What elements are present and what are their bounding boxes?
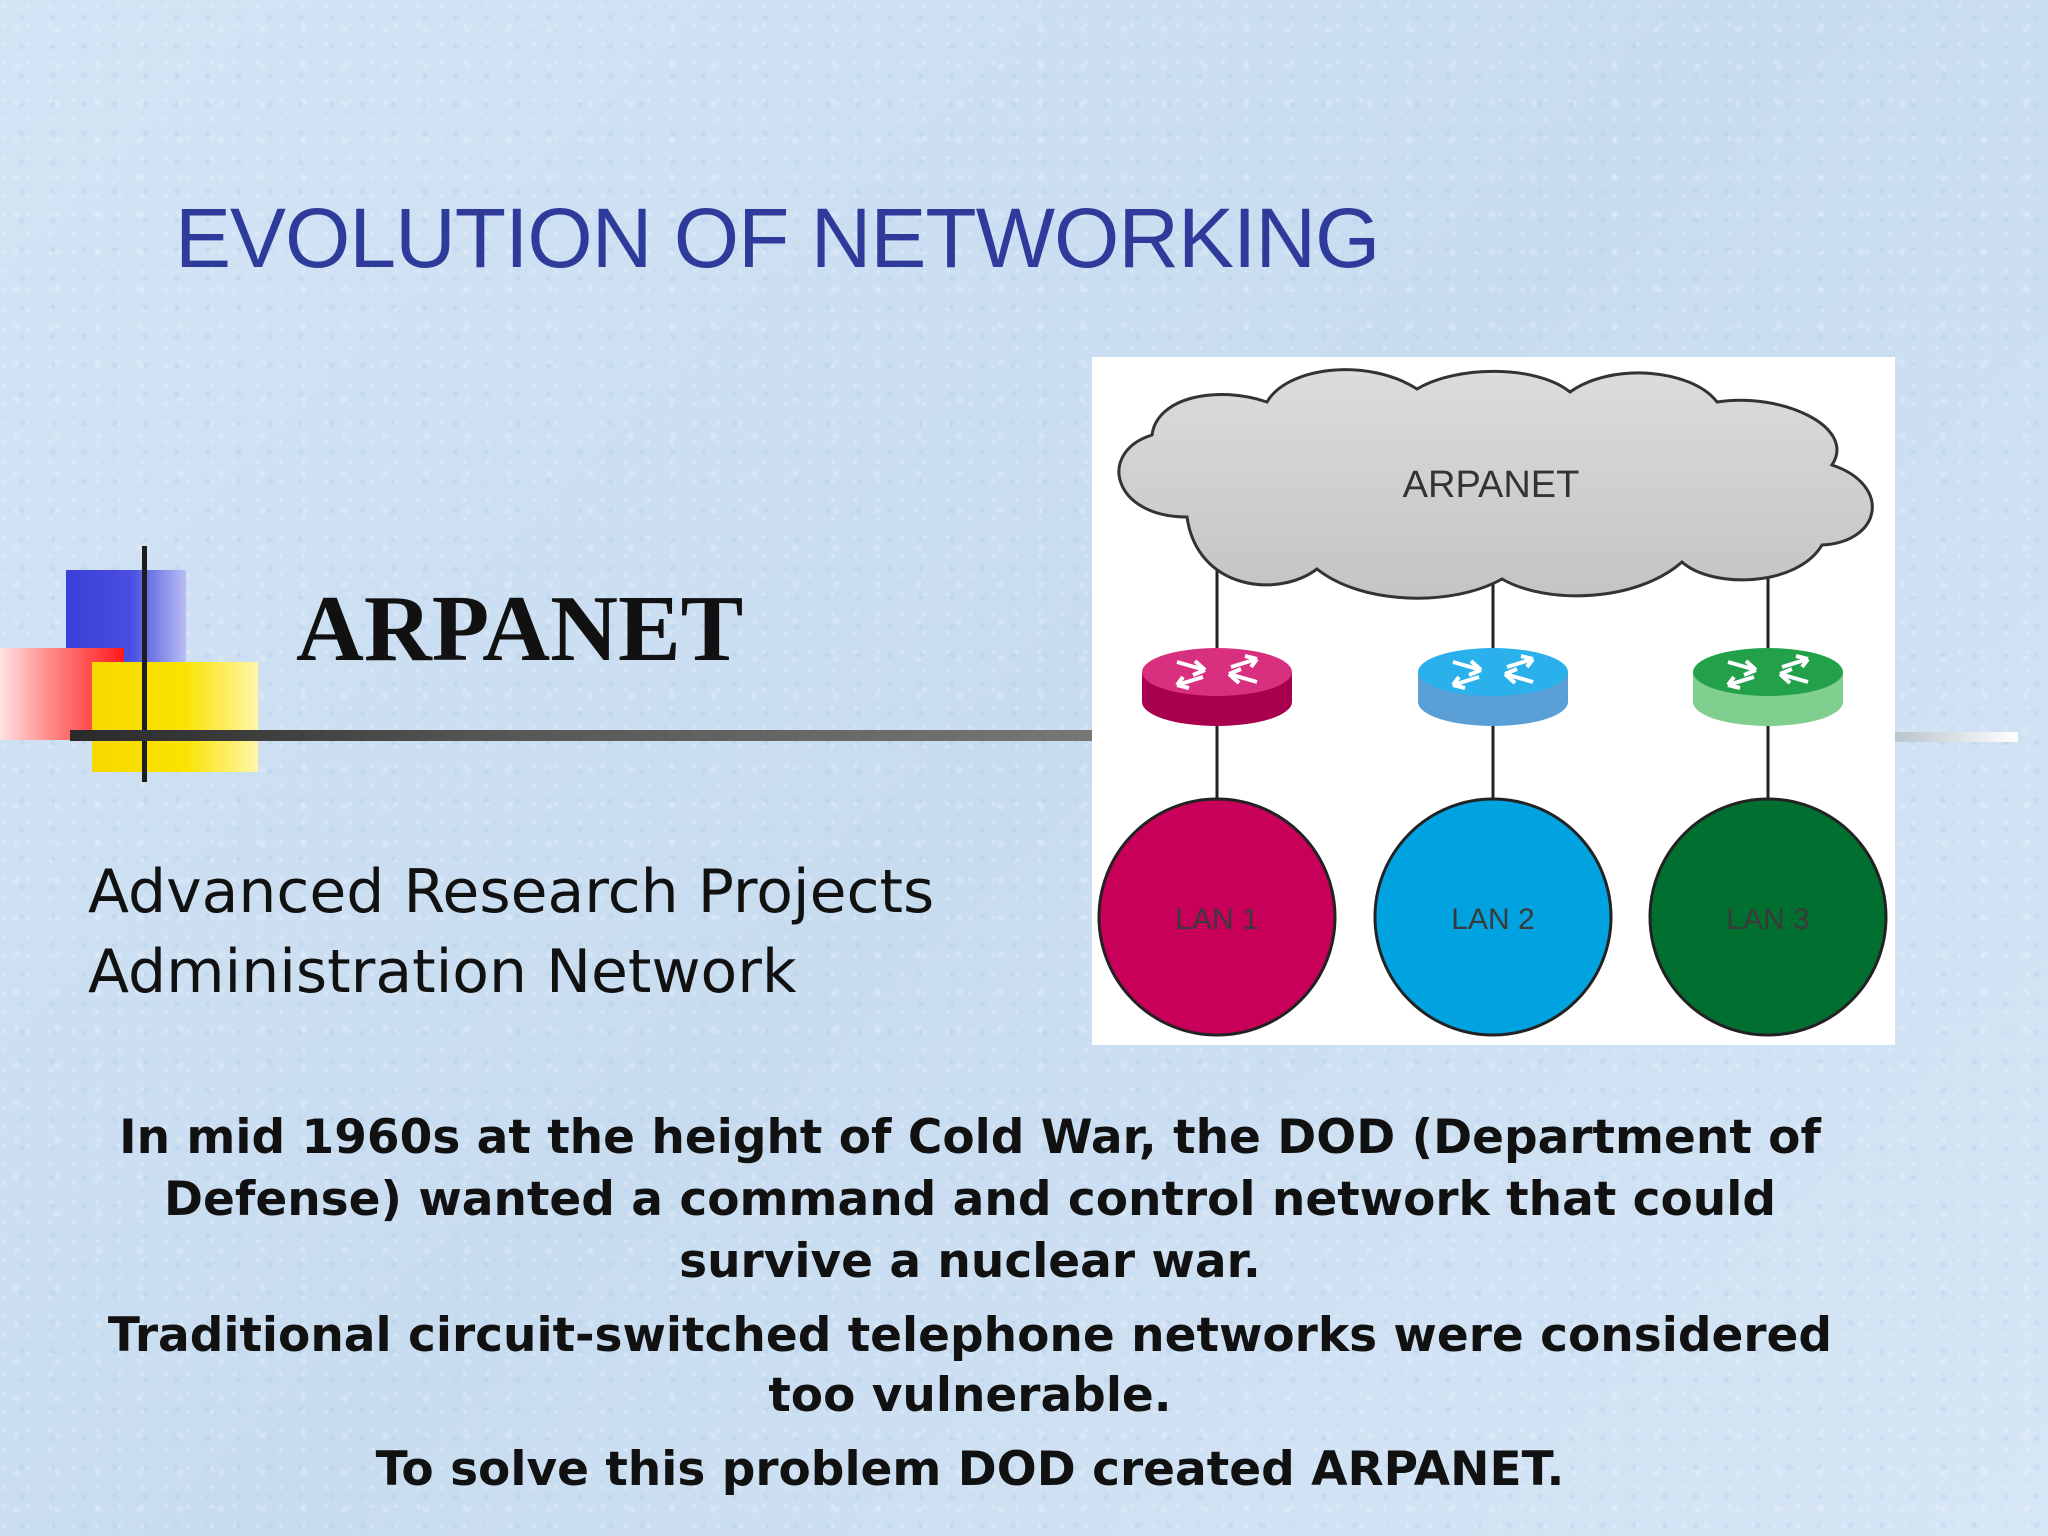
deco-horizontal-line-right — [1893, 732, 2018, 742]
router-icon — [1418, 648, 1568, 726]
lan-1-label: LAN 1 — [1175, 903, 1258, 936]
lan-2-circle — [1373, 797, 1613, 1037]
paragraph-cold-war: In mid 1960s at the height of Cold War, … — [119, 1110, 1821, 1289]
lan-3-label: LAN 3 — [1726, 903, 1809, 936]
arpanet-diagram: ARPANET — [1092, 357, 1895, 1045]
paragraph-dod-created: To solve this problem DOD created ARPANE… — [375, 1442, 1565, 1497]
cloud-label: ARPANET — [1403, 464, 1580, 506]
subtitle: Advanced Research Projects Administratio… — [88, 852, 934, 1012]
arpanet-diagram-svg: ARPANET — [1097, 368, 1888, 1037]
lan-2-label: LAN 2 — [1451, 903, 1534, 936]
lan-3-circle — [1648, 797, 1888, 1037]
subtitle-line-2: Administration Network — [88, 937, 797, 1007]
router-icon — [1142, 648, 1292, 726]
router-icon — [1693, 648, 1843, 726]
slide-title: EVOLUTION OF NETWORKING — [175, 191, 1380, 285]
paragraph-telephone-networks: Traditional circuit-switched telephone n… — [107, 1308, 1833, 1423]
deco-vertical-line — [142, 546, 147, 782]
lan-1-circle — [1097, 797, 1337, 1037]
deco-horizontal-line — [70, 730, 1095, 741]
subtitle-line-1: Advanced Research Projects — [88, 857, 935, 927]
arpanet-cloud — [1117, 368, 1874, 600]
slide-heading: ARPANET — [296, 577, 744, 681]
deco-yellow-square — [92, 662, 258, 772]
